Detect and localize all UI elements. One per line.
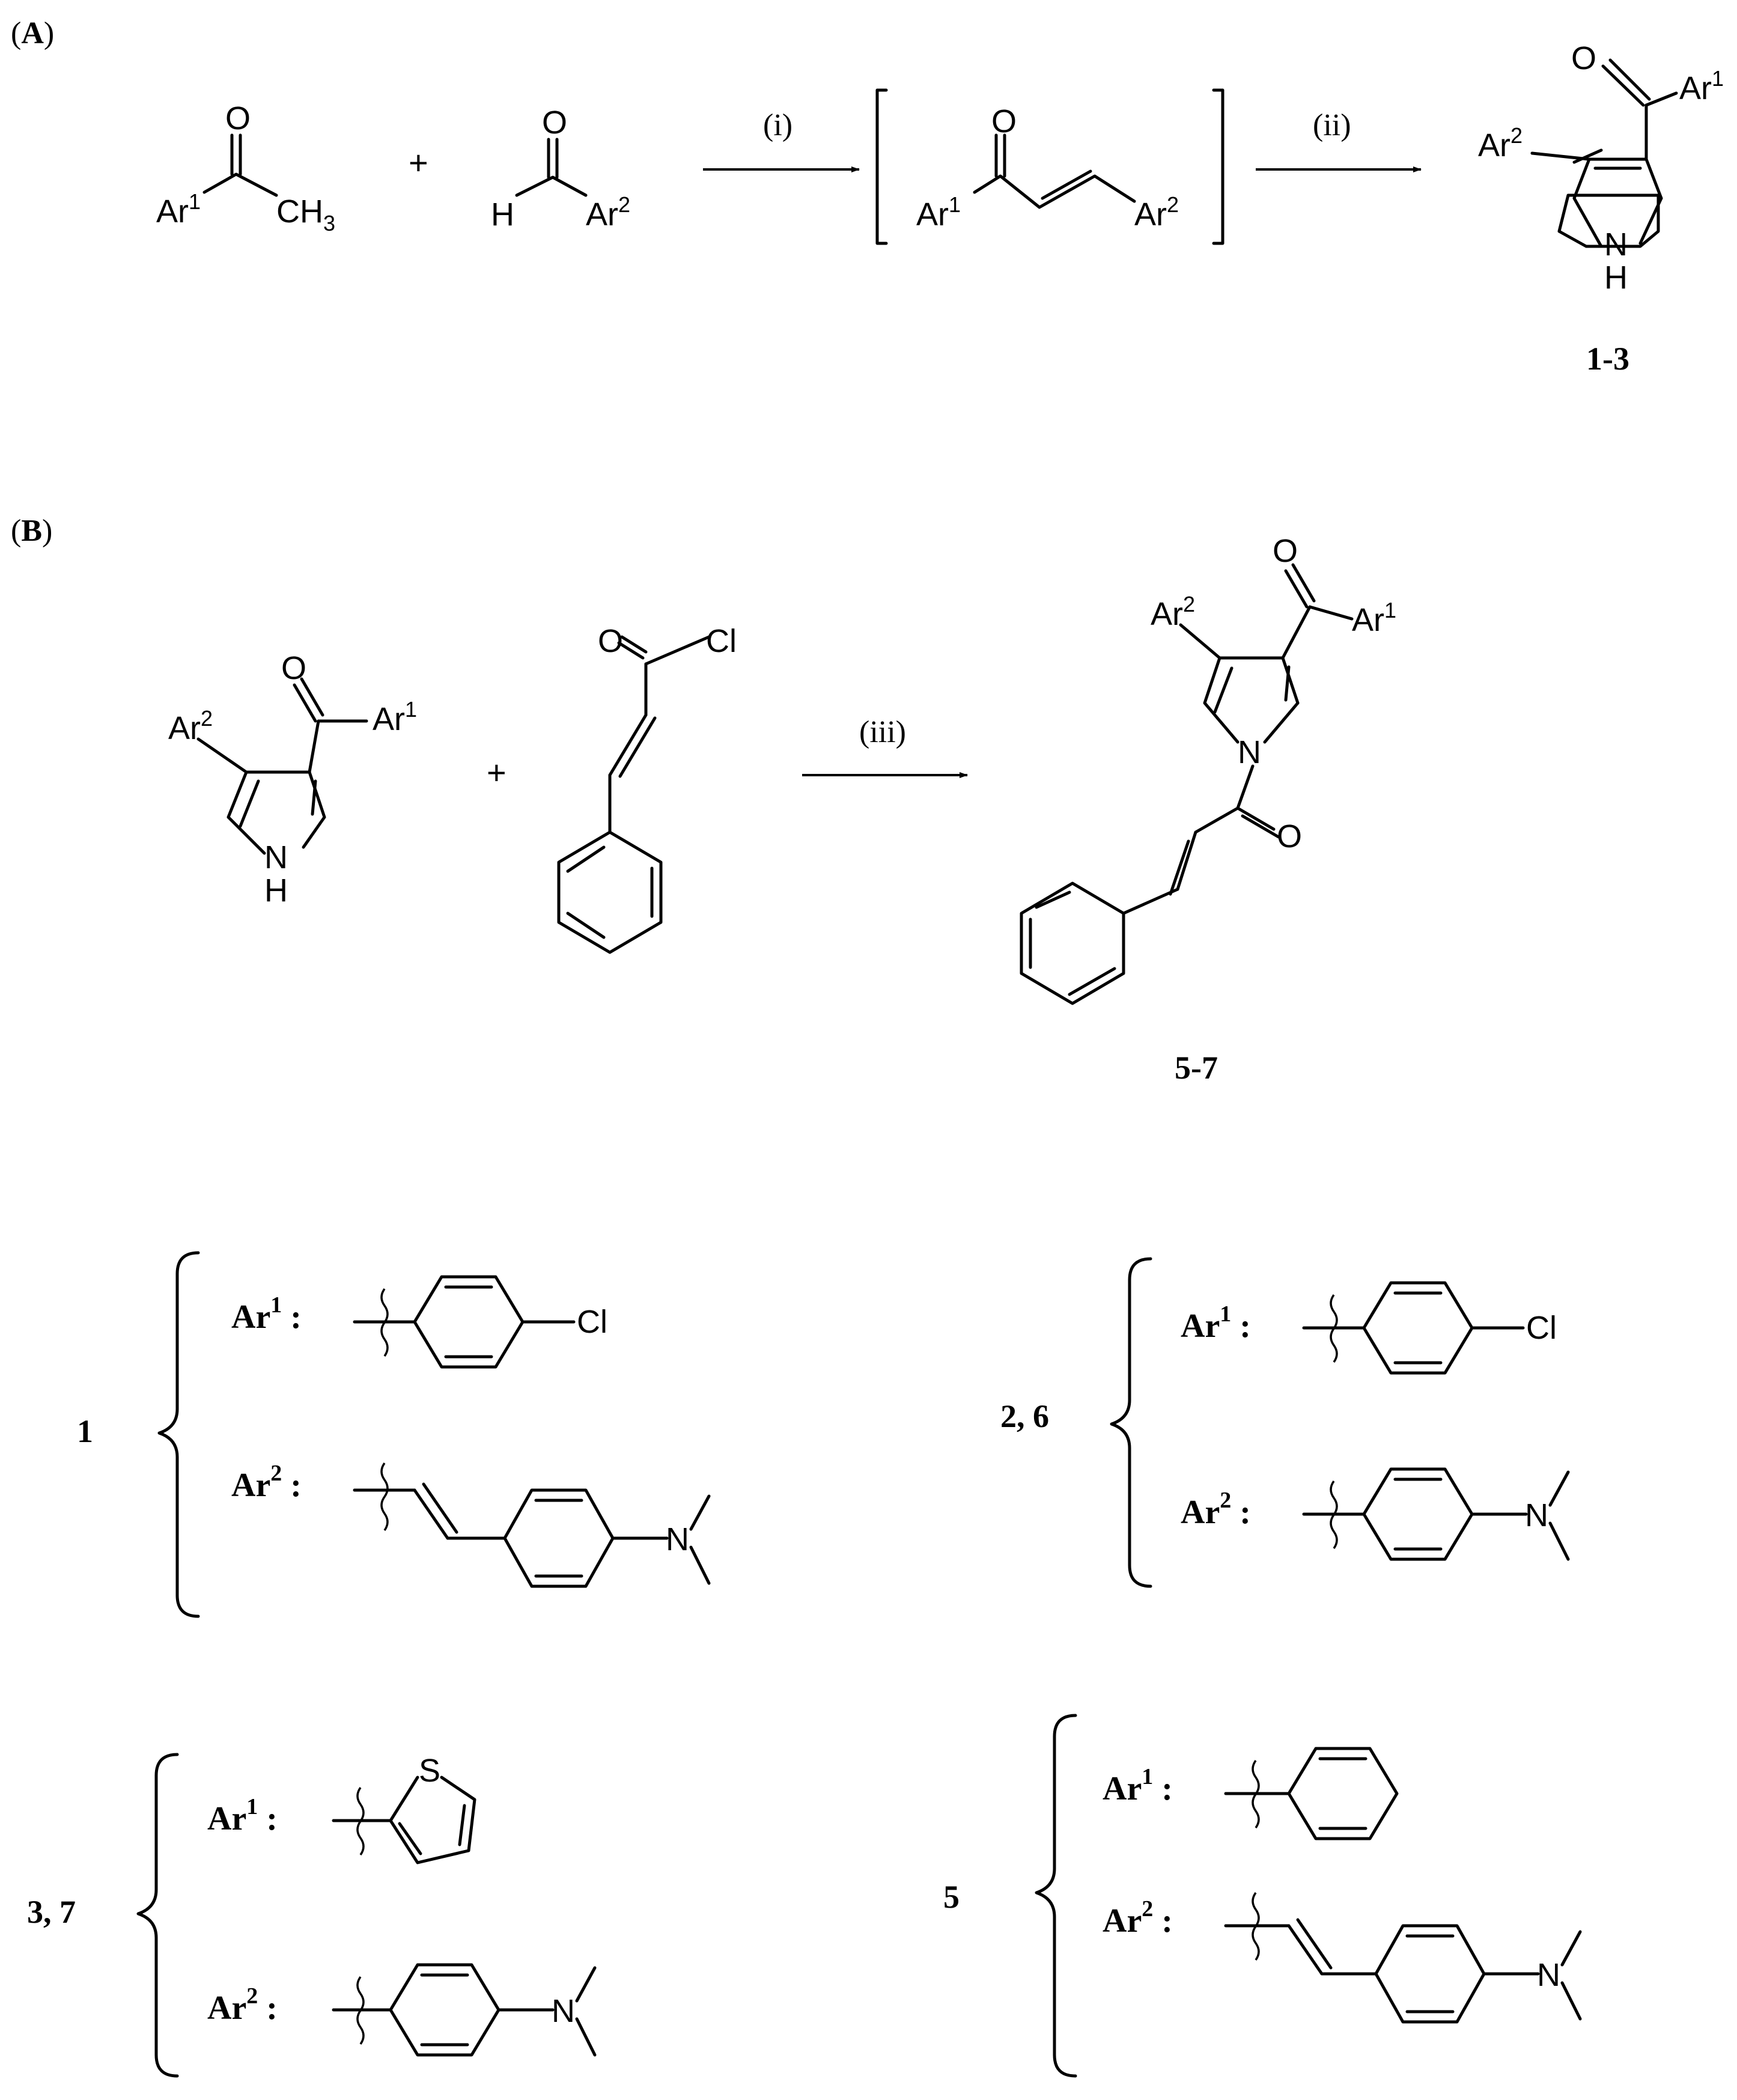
n-cinnamoyl-pyrrole-product: O Ar1 Ar2 N O — [1020, 533, 1396, 1005]
ar1-label: Ar1: — [231, 1292, 302, 1336]
ar2-label: Ar2: — [207, 1983, 278, 2027]
substituent-set-3-7: 3, 7 Ar1: Ar2: S N — [27, 1753, 597, 2078]
atom-n: N — [264, 839, 288, 875]
substituent-set-2-6: 2, 6 Ar1: Ar2: Cl N — [1000, 1257, 1570, 1588]
brace — [1035, 1714, 1077, 2078]
atom-ar: Ar1 — [156, 189, 201, 230]
plus-sign: + — [409, 144, 428, 181]
atom-n: N — [1238, 734, 1261, 770]
atom-cl: Cl — [706, 623, 737, 659]
atom-o: O — [1273, 533, 1298, 569]
atom-n: N — [666, 1521, 689, 1557]
condition-iii: (iii) — [859, 715, 906, 749]
atom-cl: Cl — [577, 1304, 607, 1340]
atom-ar: Ar1 — [1679, 66, 1724, 106]
atom-ar: Ar2 — [1151, 592, 1195, 632]
atom-o: O — [1277, 818, 1302, 854]
atom-ar: Ar1 — [373, 697, 417, 737]
ar1-label: Ar1: — [207, 1794, 278, 1837]
atom-h: H — [264, 872, 288, 908]
compound-number: 1 — [77, 1413, 93, 1449]
ar1-label: Ar1: — [1181, 1301, 1251, 1345]
compound-number: 2, 6 — [1000, 1398, 1049, 1434]
atom-n: N — [1604, 227, 1628, 263]
atom-n: N — [1525, 1497, 1548, 1533]
ar2-label: Ar2: — [1103, 1896, 1173, 1940]
atom-ar: Ar1 — [1352, 598, 1396, 638]
plus-sign: + — [487, 753, 506, 791]
brace — [157, 1251, 200, 1618]
atom-o: O — [281, 650, 306, 686]
cinnamoyl-chloride: O Cl — [557, 623, 737, 954]
atom-ar: Ar2 — [586, 192, 630, 233]
ar2-label: Ar2: — [231, 1461, 302, 1504]
panel-label-a: (A) — [11, 16, 54, 50]
atom-s: S — [419, 1753, 440, 1789]
compound-number: 3, 7 — [27, 1894, 76, 1930]
compound-number: 5 — [943, 1879, 960, 1915]
atom-o: O — [542, 105, 567, 141]
compound-label: 5-7 — [1175, 1050, 1218, 1086]
atom-cl: Cl — [1526, 1310, 1557, 1346]
atom-h: H — [491, 196, 514, 233]
ar1-label: Ar1: — [1103, 1764, 1173, 1807]
atom-ar: Ar1 — [916, 192, 961, 233]
ar2-label: Ar2: — [1181, 1488, 1251, 1531]
pyrrole-reactant: O Ar1 Ar2 N H — [168, 650, 417, 908]
substituent-set-5: 5 Ar1: Ar2: N — [943, 1714, 1582, 2078]
chalcone-intermediate: O Ar1 Ar2 — [875, 88, 1224, 245]
atom-o: O — [991, 103, 1017, 139]
condition-i: (i) — [763, 108, 792, 142]
atom-ar: Ar2 — [1478, 123, 1523, 163]
brace — [1110, 1257, 1152, 1588]
brace — [136, 1753, 179, 2078]
atom-ch3: CH3 — [276, 193, 335, 236]
aryl-aldehyde: O H Ar2 — [491, 105, 630, 233]
atom-ar: Ar2 — [1134, 192, 1179, 233]
atom-n: N — [1537, 1957, 1560, 1993]
pyrrole-product: O Ar1 Ar2 N H — [1478, 40, 1724, 296]
panel-label-b: (B) — [11, 514, 52, 548]
aryl-methyl-ketone: O Ar1 CH3 — [156, 100, 335, 236]
compound-label: 1-3 — [1586, 341, 1629, 377]
atom-h: H — [1604, 260, 1628, 296]
atom-o: O — [598, 623, 623, 659]
condition-ii: (ii) — [1313, 108, 1351, 142]
atom-o: O — [225, 100, 251, 136]
substituent-set-1: 1 Ar1: Ar2: Cl N — [77, 1251, 711, 1618]
atom-ar: Ar2 — [168, 706, 213, 746]
atom-n: N — [552, 1993, 575, 2029]
atom-o: O — [1571, 40, 1596, 76]
